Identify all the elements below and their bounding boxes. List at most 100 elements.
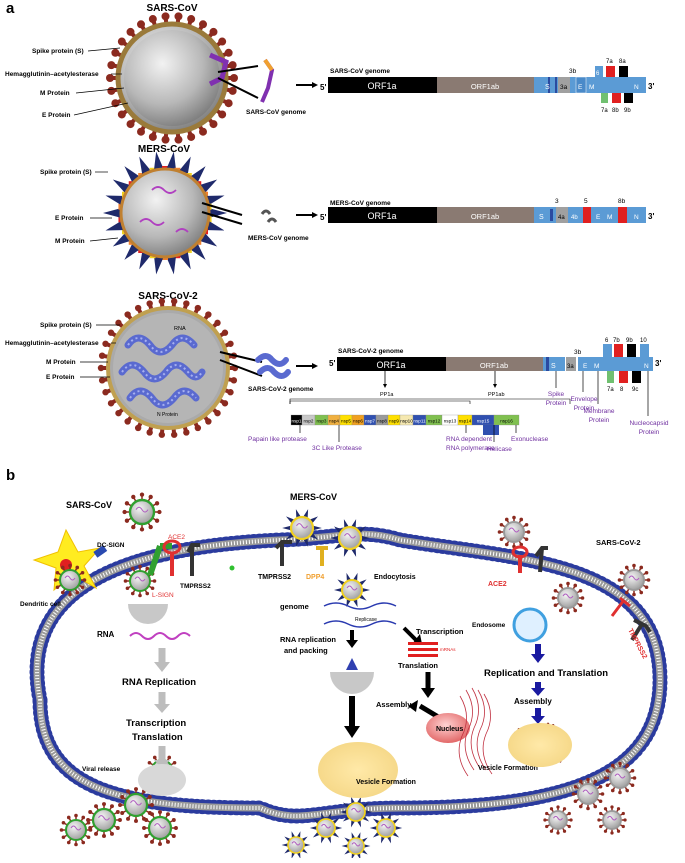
nsp-label: nsp8 [377, 419, 387, 424]
virion [122, 492, 162, 532]
middle-pathway: genome Replicase RNA replication and pac… [280, 602, 538, 798]
annotation-exonuclease: Exonuclease [511, 436, 549, 443]
virion [86, 802, 122, 838]
b-title-mers-cov: MERS-CoV [290, 492, 337, 502]
mers-genome-title: MERS-CoV genome [330, 200, 391, 207]
virion [59, 813, 93, 847]
mers-gene-5: 5 [584, 198, 588, 205]
sars2-gene-3a: 3a [567, 364, 574, 370]
label-viral-release: Viral release [82, 766, 121, 773]
annotation-rdrp-line1: RNA dependent [446, 436, 492, 443]
annotation-nucleocapsid-line2: Protein [639, 429, 660, 436]
nsp-label: nsp7 [365, 419, 375, 424]
sars-gene-s: S [545, 84, 550, 91]
virion [53, 563, 87, 597]
virion [334, 572, 370, 608]
mers-cov-genome-map: MERS-CoV genome 5' ORF1a ORF1ab S 3 4a 4… [320, 198, 654, 223]
sars-cov2-labels: Spike protein (S) Hemagglutinin–acetyles… [5, 322, 120, 381]
sars2-gene-e: E [583, 363, 588, 370]
sars2-orf1ab: ORF1ab [480, 361, 508, 370]
nsp-label: nsp6 [353, 419, 363, 424]
sars-gene-8a: 8a [619, 59, 626, 65]
mers-gene-4a: 4a [558, 215, 565, 221]
receptors-middle: TMPRSS2 DPP4 Endocytosis [258, 540, 416, 581]
label-assembly-middle: Assembly [376, 700, 412, 709]
sars2-orf1a: ORF1a [376, 360, 405, 370]
nsp-label: nsp2 [304, 419, 314, 424]
sars-cov2-genome-map: SARS-CoV-2 genome 5' ORF1a ORF1ab S 3a 3… [289, 338, 661, 404]
mers-gene-n: N [634, 214, 639, 221]
receptor-dc-sign: DC-SIGN [97, 542, 125, 549]
nsp-annotations: Papain like protease 3C Like Protease RN… [248, 371, 669, 453]
label-rna-replication-line2: and packing [284, 646, 328, 655]
sars2-gene-3b: 3b [574, 349, 582, 356]
annotation-helicase: Helicase [487, 446, 512, 453]
mers-orf1ab: ORF1ab [471, 212, 499, 221]
mers-genome-caption: MERS-CoV genome [248, 235, 309, 242]
mers-gene-3: 3 [555, 198, 559, 205]
label-genome: genome [280, 602, 309, 611]
sars-gene-3a: 3a [560, 84, 568, 91]
virion [123, 564, 157, 598]
mers-gene-8b: 8b [618, 198, 626, 205]
nsp-label: nsp16 [500, 419, 513, 424]
receptors-left: ACE2 TMPRSS2 L-SIGN [147, 534, 235, 599]
nsp-label: nsp5 [341, 419, 351, 424]
sars-cov-labels: Spike protein (S) Hemagglutinin–acetyles… [5, 47, 129, 119]
nsp-label: nsp12 [428, 419, 441, 424]
sars-gene-m: M [589, 84, 594, 91]
sars-genome-caption: SARS-CoV genome [246, 109, 306, 116]
mers-cov-title: MERS-CoV [138, 144, 191, 155]
sars-gene-7a-bottom: 7a [601, 108, 608, 114]
sars-label-m-protein: M Protein [40, 90, 70, 97]
sars2-gene-m: M [594, 363, 599, 370]
sars2-genome-title: SARS-CoV-2 genome [338, 348, 404, 355]
sars-orf1ab: ORF1ab [471, 82, 499, 91]
sars-gene-7a-top: 7a [606, 59, 613, 65]
nsp-label: nsp1 [292, 419, 302, 424]
virion [543, 805, 573, 835]
sars-cov2-virion: RNA N Protein [97, 298, 239, 438]
sars2-gene-8: 8 [620, 387, 624, 393]
sars2-gene-7b: 7b [613, 338, 620, 344]
nsp-segment [493, 414, 520, 426]
sars-orf1a: ORF1a [367, 81, 396, 91]
label-rna-replication: RNA Replication [122, 677, 196, 688]
sars-5prime: 5' [320, 83, 326, 92]
panel-a-label: a [6, 0, 15, 17]
virion [330, 519, 370, 557]
mers-label-m-protein: M Protein [55, 238, 85, 245]
nsp-label: nsp3 [317, 419, 327, 424]
label-vesicle-formation-right: Vesicle Formation [478, 765, 538, 772]
label-translation-middle: Translation [398, 661, 438, 670]
sars-gene-n: N [634, 84, 639, 91]
virion [571, 777, 605, 811]
nsp-label: nsp4 [329, 419, 339, 424]
sars-cov-virion [106, 12, 238, 144]
mers-gene-m: M [607, 214, 612, 221]
virion [309, 812, 343, 844]
virion [118, 787, 154, 823]
sars2-gene-6: 6 [605, 338, 609, 344]
receptor-ace2-left: ACE2 [168, 534, 185, 541]
left-pathway: RNA RNA Replication Transcription Transl… [82, 604, 196, 796]
sars2-gene-7a: 7a [607, 387, 614, 393]
panel-b-label: b [6, 467, 15, 484]
virion [281, 831, 311, 859]
b-title-sars-cov: SARS-CoV [66, 500, 112, 510]
mers-gene-e: E [596, 214, 601, 221]
label-replication-translation: Replication and Translation [484, 668, 608, 679]
sars2-3prime: 3' [655, 359, 661, 368]
mers-cov-labels: Spike protein (S) E Protein M Protein [40, 169, 119, 245]
receptor-ace2-right: ACE2 [488, 581, 507, 588]
annotation-spike-line2: Protein [546, 400, 567, 407]
annotation-membrane-line2: Protein [589, 417, 610, 424]
sars-label-e-protein: E Protein [42, 112, 71, 119]
annotation-papain-protease: Papain like protease [248, 436, 307, 443]
annotation-envelope-line2: Protein [574, 405, 595, 412]
sars-gene-e: E [578, 84, 583, 91]
sars-cov-genome-map: SARS-CoV genome 5' ORF1a ORF1ab S 3a 3b … [320, 59, 654, 114]
mers-3prime: 3' [648, 212, 654, 221]
sars2-5prime: 5' [329, 359, 335, 368]
